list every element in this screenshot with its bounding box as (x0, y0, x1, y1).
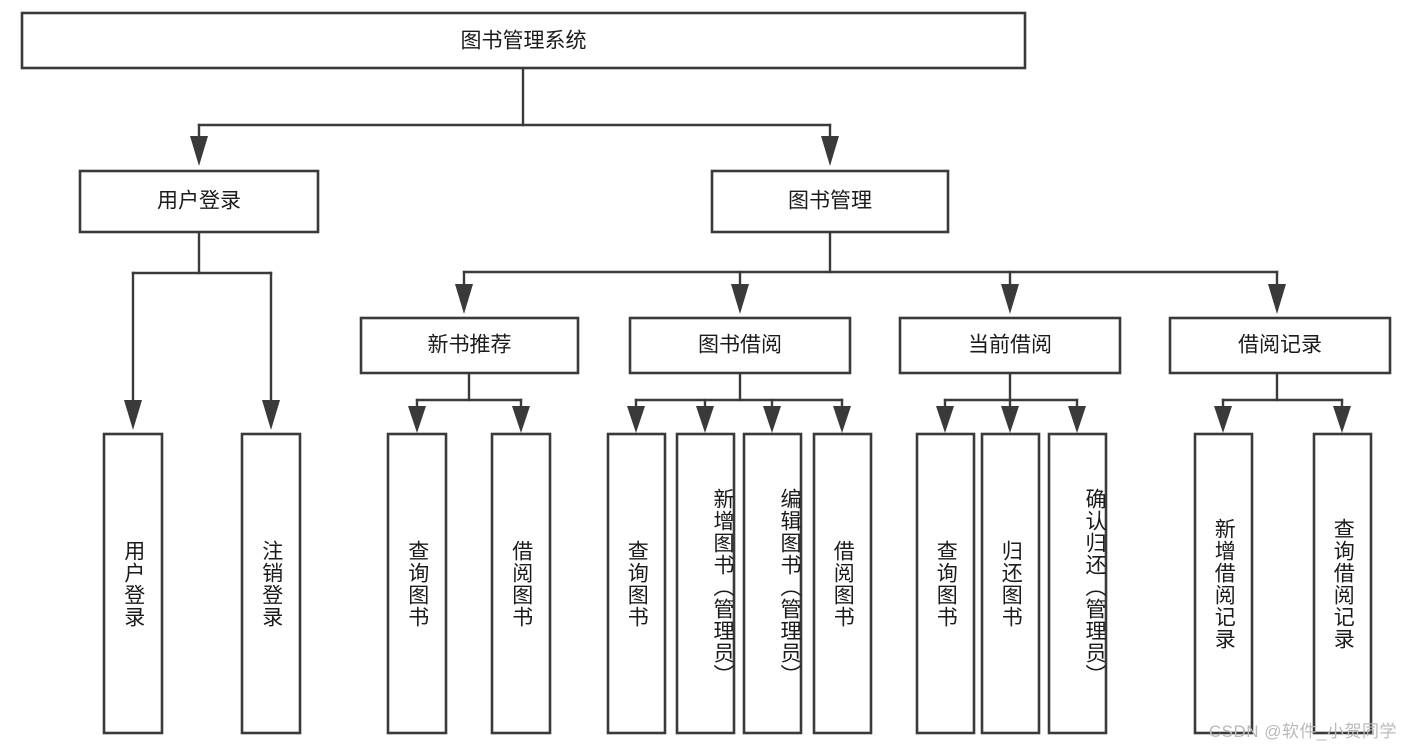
leaf-box-user-login[interactable] (102, 432, 164, 735)
connectors-book-borrow-to-leaves (627, 371, 851, 433)
node-root-label: 图书管理系统 (461, 30, 587, 53)
node-book-borrow-label: 图书借阅 (698, 334, 782, 357)
node-borrow-record-box[interactable] (1168, 316, 1392, 375)
arrow-to-new-book (455, 284, 473, 314)
leaf-box-record-add[interactable] (1193, 432, 1254, 735)
leaf-box-newbook-borrow[interactable] (490, 432, 552, 735)
node-new-book-recommend-label: 新书推荐 (428, 334, 512, 357)
connectors-root-to-level2 (190, 66, 839, 166)
arrow-borrow-leaf-2 (696, 406, 714, 433)
connectors-book-manage-to-level3 (455, 230, 1286, 314)
arrow-current-leaf-3 (1068, 406, 1086, 433)
node-book-manage-box[interactable] (710, 169, 950, 234)
connectors-user-login-to-leaves (124, 230, 280, 430)
arrow-borrow-leaf-3 (763, 406, 781, 433)
leaf-box-current-query[interactable] (915, 432, 976, 735)
arrow-record-leaf-1 (1214, 406, 1232, 433)
node-current-borrow-label: 当前借阅 (968, 334, 1052, 357)
arrow-to-leaf-logout (262, 400, 280, 430)
node-book-borrow[interactable]: 图书借阅 (628, 316, 852, 375)
arrow-borrow-leaf-1 (627, 406, 645, 433)
node-current-borrow-box[interactable] (898, 316, 1122, 375)
arrow-newbook-leaf-1 (408, 406, 426, 433)
node-new-book-recommend-box[interactable] (359, 316, 580, 375)
node-root-box[interactable] (20, 11, 1027, 70)
leaf-box-current-return[interactable] (980, 432, 1041, 735)
node-borrow-record-label: 借阅记录 (1238, 334, 1322, 357)
arrow-borrow-leaf-4 (833, 406, 851, 433)
arrow-to-book-manage (821, 136, 839, 166)
arrow-newbook-leaf-2 (512, 406, 530, 433)
leaf-box-borrow-lend[interactable] (812, 432, 873, 735)
leaf-box-borrow-edit[interactable] (742, 432, 803, 735)
node-book-manage[interactable]: 图书管理 (710, 169, 950, 234)
node-user-login[interactable]: 用户登录 (78, 169, 320, 234)
arrow-to-book-borrow (731, 284, 749, 314)
connectors-current-borrow-to-leaves (936, 371, 1086, 433)
arrow-to-user-login (190, 136, 208, 166)
node-new-book-recommend[interactable]: 新书推荐 (359, 316, 580, 375)
leaf-box-record-query[interactable] (1312, 432, 1373, 735)
leaf-box-borrow-query[interactable] (606, 432, 667, 735)
arrow-to-leaf-user-login (124, 400, 142, 430)
arrow-current-leaf-2 (1001, 406, 1019, 433)
leaf-box-borrow-add[interactable] (675, 432, 736, 735)
node-root[interactable]: 图书管理系统 (20, 11, 1027, 70)
arrow-current-leaf-1 (936, 406, 954, 433)
node-user-login-box[interactable] (78, 169, 320, 234)
node-borrow-record[interactable]: 借阅记录 (1168, 316, 1392, 375)
node-user-login-label: 用户登录 (157, 190, 241, 213)
node-current-borrow[interactable]: 当前借阅 (898, 316, 1122, 375)
watermark-text: CSDN @软件_小贺同学 (1208, 722, 1397, 741)
leaf-box-logout[interactable] (240, 432, 302, 735)
arrow-to-current-borrow (1001, 284, 1019, 314)
connectors-borrow-record-to-leaves (1214, 371, 1351, 433)
arrow-record-leaf-2 (1333, 406, 1351, 433)
connectors-new-book-to-leaves (408, 371, 530, 433)
node-book-borrow-box[interactable] (628, 316, 852, 375)
arrow-to-borrow-record (1268, 284, 1286, 314)
node-book-manage-label: 图书管理 (788, 190, 872, 213)
leaf-box-current-confirm[interactable] (1047, 432, 1108, 735)
leaf-box-newbook-query[interactable] (386, 432, 448, 735)
